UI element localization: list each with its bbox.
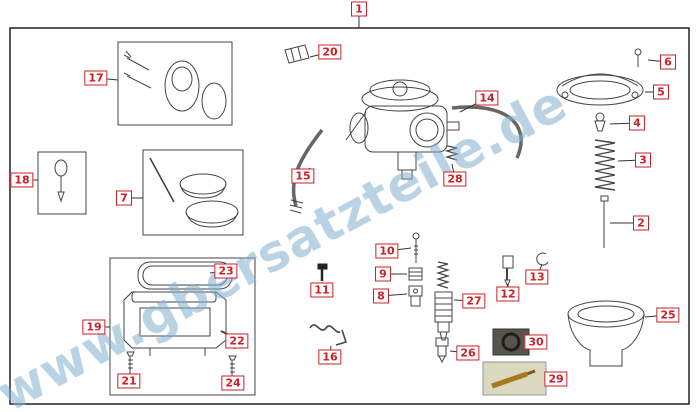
callout-17: 17 xyxy=(84,70,108,86)
callout-26: 26 xyxy=(456,345,480,361)
part-4-spring-seat xyxy=(594,112,606,132)
callout-7: 7 xyxy=(116,190,132,206)
callout-4: 4 xyxy=(629,115,645,131)
part-26-jet xyxy=(435,337,449,364)
callout-23: 23 xyxy=(214,263,238,279)
part-2-jet-needle xyxy=(600,195,609,248)
callout-14: 14 xyxy=(475,90,499,106)
callout-24: 24 xyxy=(221,375,245,391)
part-16-spring-clip xyxy=(309,324,348,346)
part-13-clip xyxy=(536,252,549,266)
callout-20: 20 xyxy=(318,44,342,60)
callout-27: 27 xyxy=(462,293,486,309)
callout-22: 22 xyxy=(225,333,249,349)
callout-30: 30 xyxy=(524,334,548,350)
callout-5: 5 xyxy=(653,84,669,100)
callout-11: 11 xyxy=(310,282,334,298)
part-5-top-cover xyxy=(556,73,644,106)
part-10-needle-jet xyxy=(412,232,420,263)
part-7-float-assembly xyxy=(142,149,244,236)
callout-3: 3 xyxy=(635,152,651,168)
callout-12: 12 xyxy=(496,286,520,302)
callout-29: 29 xyxy=(544,371,568,387)
part-11-screw xyxy=(317,263,328,281)
part-28-spring xyxy=(444,145,460,161)
callout-15: 15 xyxy=(291,168,315,184)
part-17-needle-valve-kit xyxy=(117,41,233,126)
callout-25: 25 xyxy=(656,307,680,323)
part-20-clamp xyxy=(284,44,310,64)
part-6-screw xyxy=(634,48,642,67)
callout-18: 18 xyxy=(10,172,34,188)
callout-13: 13 xyxy=(525,269,549,285)
callout-2: 2 xyxy=(633,215,649,231)
callout-28: 28 xyxy=(443,171,467,187)
callout-10: 10 xyxy=(375,243,399,259)
part-3-spring xyxy=(594,139,616,191)
part-12-pilot-jet xyxy=(502,255,514,288)
callout-6: 6 xyxy=(660,54,676,70)
callout-1: 1 xyxy=(351,1,367,17)
part-29-jet-photo xyxy=(482,361,547,396)
callout-9: 9 xyxy=(375,266,391,282)
part-25-vacuum-chamber xyxy=(567,300,645,367)
callout-8: 8 xyxy=(373,288,389,304)
callout-21: 21 xyxy=(117,373,141,389)
callout-16: 16 xyxy=(318,349,342,365)
part-8-main-jet xyxy=(408,285,423,307)
part-18-float-valve xyxy=(37,151,87,215)
watermark: www.gbersatzteile.de xyxy=(0,73,577,412)
part-9-jet-holder xyxy=(408,267,423,281)
callout-19: 19 xyxy=(82,319,106,335)
part-27-idle-screw-assembly xyxy=(434,261,453,341)
diagram-border xyxy=(9,27,690,405)
